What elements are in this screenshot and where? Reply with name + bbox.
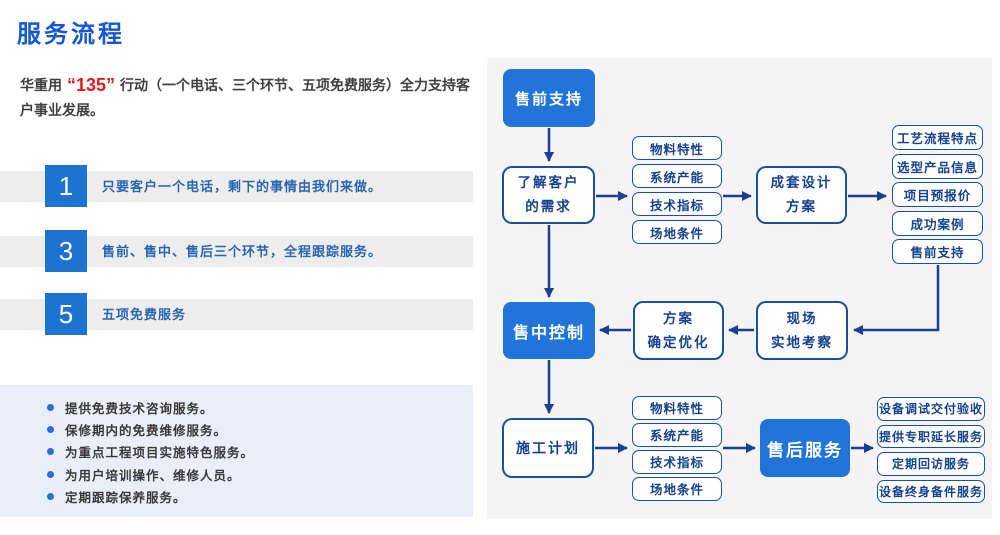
service-list-item: 为重点工程项目实施特色服务。 — [0, 441, 473, 463]
flow-node-label-line: 的需求 — [525, 199, 572, 214]
step-item-5: 5 五项免费服务 — [0, 293, 473, 335]
step-item-1: 1 只要客户一个电话，剩下的事情由我们来做。 — [0, 165, 473, 207]
flow-small-node: 项目预报价 — [892, 182, 983, 207]
flow-small-node: 售前支持 — [892, 239, 983, 264]
flow-group-requirements-bottom: 物料特性 系统产能 技术指标 场地条件 — [632, 396, 722, 501]
bullet-dot-icon — [47, 493, 54, 501]
intro-paragraph: 华重用 “135”行动（一个电话、三个环节、五项免费服务）全力支持客户事业发展。 — [20, 73, 476, 123]
step-number-badge: 1 — [45, 165, 87, 207]
step-text: 五项免费服务 — [102, 307, 187, 322]
free-services-panel: 提供免费技术咨询服务。 保修期内的免费维修服务。 为重点工程项目实施特色服务。 … — [0, 385, 473, 517]
flow-node-label-line: 方案 — [786, 199, 817, 214]
step-text: 只要客户一个电话，剩下的事情由我们来做。 — [102, 179, 383, 194]
flow-small-node: 物料特性 — [632, 396, 722, 420]
step-text: 售前、售中、售后三个环节，全程跟踪服务。 — [102, 244, 383, 259]
flow-node-aftersale-service: 售后服务 — [760, 419, 850, 477]
flow-node-label-line: 确定优化 — [647, 334, 710, 350]
bullet-dot-icon — [47, 448, 54, 456]
bullet-dot-icon — [47, 470, 54, 478]
bullet-dot-icon — [47, 426, 54, 434]
service-item-text: 为用户培训操作、维修人员。 — [65, 468, 241, 483]
service-item-text: 保修期内的免费维修服务。 — [65, 424, 228, 439]
flow-node-construction-plan: 施工计划 — [502, 418, 594, 478]
flow-group-design-outputs: 工艺流程特点 选型产品信息 项目预报价 成功案例 售前支持 — [892, 125, 983, 264]
step-number-badge: 3 — [45, 230, 87, 272]
flow-node-label-line: 施工计划 — [516, 440, 580, 456]
intro-prefix: 华重用 — [20, 77, 62, 93]
flow-connectors — [544, 128, 940, 453]
flow-node-site-inspection: 现场 实地考察 — [756, 301, 848, 360]
flow-node-midsale-control: 售中控制 — [503, 302, 595, 359]
flow-node-presale-support: 售前支持 — [503, 69, 595, 127]
service-item-text: 定期跟踪保养服务。 — [65, 491, 187, 506]
step-number-badge: 5 — [45, 293, 87, 335]
flow-small-node: 物料特性 — [632, 136, 722, 160]
flow-node-label-line: 方案 — [663, 310, 694, 326]
flow-node-label-line: 现场 — [786, 310, 818, 326]
flow-node-design-scheme: 成套设计 方案 — [756, 166, 847, 224]
flow-small-node: 工艺流程特点 — [892, 125, 983, 150]
intro-highlight: “135” — [67, 75, 116, 95]
flow-small-node: 系统产能 — [632, 423, 722, 447]
flow-node-label-line: 了解客户 — [517, 175, 580, 190]
service-item-text: 为重点工程项目实施特色服务。 — [65, 446, 255, 461]
step-item-3: 3 售前、售中、售后三个环节，全程跟踪服务。 — [0, 230, 473, 272]
flow-node-label-line: 实地考察 — [771, 334, 833, 350]
flow-small-node: 定期回访服务 — [877, 452, 985, 476]
flow-node-label-line: 成套设计 — [770, 175, 833, 190]
flowchart-panel: 售前支持 了解客户 的需求 物料特性 系统产能 技术指标 场地条件 成套设计 方… — [487, 58, 992, 519]
flow-small-node: 技术指标 — [632, 192, 722, 216]
arrow-group2-to-site — [853, 265, 940, 335]
service-item-text: 提供免费技术咨询服务。 — [65, 401, 214, 416]
flow-small-node: 设备调试交付验收 — [877, 397, 985, 421]
flow-small-node: 技术指标 — [632, 450, 722, 474]
flow-group-aftersale-outputs: 设备调试交付验收 提供专职延长服务 定期回访服务 设备终身备件服务 — [877, 397, 985, 503]
bullet-dot-icon — [47, 403, 54, 411]
flow-small-node: 提供专职延长服务 — [877, 424, 985, 448]
service-list-item: 保修期内的免费维修服务。 — [0, 418, 473, 440]
flow-node-understand-needs: 了解客户 的需求 — [502, 166, 595, 224]
service-list-item: 定期跟踪保养服务。 — [0, 486, 473, 508]
flow-small-node: 选型产品信息 — [892, 153, 983, 179]
service-list-item: 为用户培训操作、维修人员。 — [0, 463, 473, 485]
flow-small-node: 成功案例 — [892, 210, 983, 236]
flow-node-scheme-optimize: 方案 确定优化 — [633, 301, 724, 360]
service-list-item: 提供免费技术咨询服务。 — [0, 396, 473, 418]
page-title: 服务流程 — [17, 21, 125, 48]
intro-suffix: 行动（一个电话、三个环节、五项免费服务）全力支持客户事业发展。 — [20, 77, 471, 118]
flow-small-node: 设备终身备件服务 — [877, 479, 985, 503]
flow-small-node: 场地条件 — [632, 220, 722, 244]
flow-small-node: 系统产能 — [632, 164, 722, 188]
flow-group-requirements-top: 物料特性 系统产能 技术指标 场地条件 — [632, 136, 722, 244]
flow-small-node: 场地条件 — [632, 477, 722, 501]
